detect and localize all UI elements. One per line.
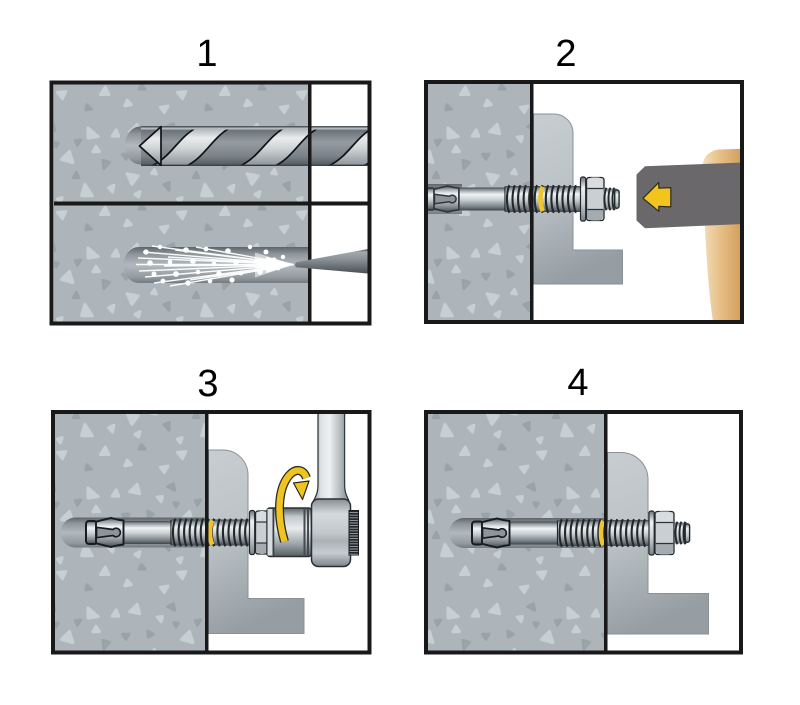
svg-text:3: 3: [197, 363, 218, 405]
svg-text:4: 4: [567, 362, 588, 404]
svg-text:1: 1: [196, 33, 217, 75]
svg-text:2: 2: [555, 33, 576, 75]
